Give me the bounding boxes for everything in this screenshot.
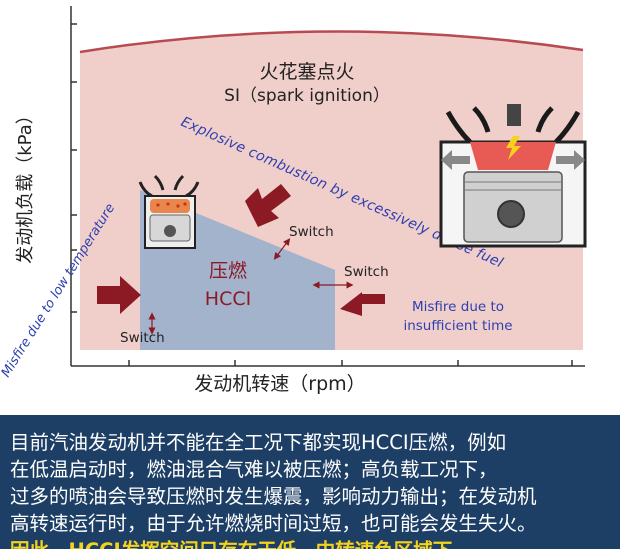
si-boundary-curve [79,30,584,54]
switch-label-top: Switch [289,224,334,240]
hcci-label-en: HCCI [205,288,251,310]
caption-panel: 目前汽油发动机并不能在全工况下都实现HCCI压燃，例如 在低温启动时，燃油混合气… [0,415,620,549]
caption-line-1: 目前汽油发动机并不能在全工况下都实现HCCI压燃，例如 [10,431,507,454]
side-arrow-right [556,150,585,170]
top-pressure-arrow [245,184,291,227]
caption-line-2: 在低温启动时，燃油混合气难以被压燃；高负载工况下， [10,458,498,481]
y-axis-label: 发动机负载（kPa） [15,106,36,264]
axes [70,6,585,367]
si-label-zh: 火花塞点火 [259,61,354,83]
piston-engine-small-icon [138,174,200,249]
piston-engine-large-icon [439,104,587,248]
caption-line-4: 高转速运行时，由于允许燃烧时间过短，也可能会发生失火。 [10,512,537,535]
hcci-label-zh: 压燃 [209,260,247,282]
insufficient-time-note: Misfire due to insufficient time [403,299,513,334]
switch-label-right: Switch [344,264,389,280]
switch-arrow-top [273,238,291,260]
caption-highlight: 因此，HCCI发挥空间只存在于低、中转速负区域下 [10,537,610,549]
insufficient-time-note-box: Misfire due to insufficient time [403,299,513,334]
caption-line-3: 过多的喷油会导致压燃时发生爆震，影响动力输出；在发动机 [10,485,537,508]
side-arrow-left [441,150,470,170]
hcci-si-operating-map: 发动机转速（rpm） 发动机负载（kPa） 火花塞点火 SI（spark ign… [0,6,587,395]
switch-label-bottom: Switch [120,330,165,346]
left-pressure-arrow [97,276,141,314]
x-axis-label: 发动机转速（rpm） [194,373,365,395]
right-pressure-arrow [340,292,385,316]
si-label-en: SI（spark ignition） [224,86,390,106]
